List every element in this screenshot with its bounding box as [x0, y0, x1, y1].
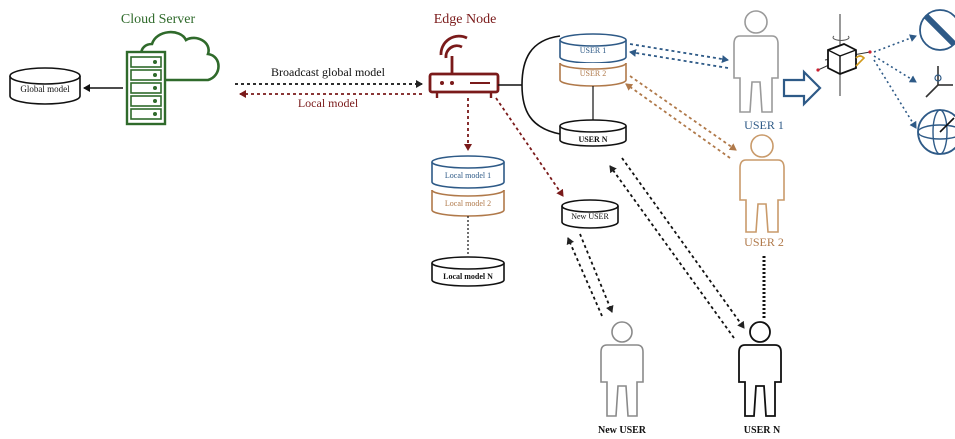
- users-stack-database: USER 1 USER 2 USER N: [559, 33, 627, 147]
- edge-to-new-user-arrow: [495, 97, 564, 197]
- accelerometer-icon: [925, 66, 953, 98]
- user2-person-icon: [739, 134, 785, 233]
- global-model-database: Global model: [9, 67, 81, 105]
- local-model-1-label: Local model 1: [445, 171, 491, 180]
- broadcast-label: Broadcast global model: [271, 65, 386, 79]
- cloud-server-icon: [125, 30, 220, 126]
- user2-person-label: USER 2: [744, 235, 784, 249]
- stack-user1-label: USER 1: [580, 46, 606, 55]
- big-right-arrow-icon: [782, 69, 822, 107]
- gyroscope-icon: [919, 9, 955, 51]
- local-models-database: Local model 1 Local model 2 Local model …: [431, 155, 505, 287]
- user1-link-arrows: [629, 43, 729, 69]
- local-model-2-label: Local model 2: [445, 199, 491, 208]
- user2-link-arrows: [625, 75, 737, 159]
- cloud-server-title: Cloud Server: [121, 12, 196, 27]
- edge-node-title: Edge Node: [434, 12, 497, 27]
- user1-person-label: USER 1: [744, 118, 784, 132]
- usern-link-arrows: [609, 157, 745, 339]
- local-model-arrow-label: Local model: [298, 96, 359, 110]
- usern-person-label: USER N: [744, 425, 781, 436]
- new-user-person-icon: [600, 321, 644, 417]
- new-user-link-arrows: [566, 233, 614, 317]
- stack-usern-label: USER N: [578, 135, 607, 144]
- users-bracket: [521, 35, 561, 135]
- usern-person-icon: [738, 321, 782, 417]
- new-user-db-label: New USER: [571, 212, 609, 221]
- orientation-sphere-icon: [917, 109, 955, 155]
- sensor-link-arrows: [873, 34, 917, 129]
- stack-user2-label: USER 2: [580, 69, 606, 78]
- new-user-database: New USER: [561, 199, 619, 229]
- edge-router-icon: [428, 34, 500, 98]
- local-model-n-label: Local model N: [443, 272, 493, 281]
- user1-person-icon: [733, 10, 779, 113]
- global-model-label: Global model: [20, 84, 70, 94]
- cube-axes-icon: [816, 14, 872, 96]
- new-user-person-label: New USER: [598, 425, 647, 436]
